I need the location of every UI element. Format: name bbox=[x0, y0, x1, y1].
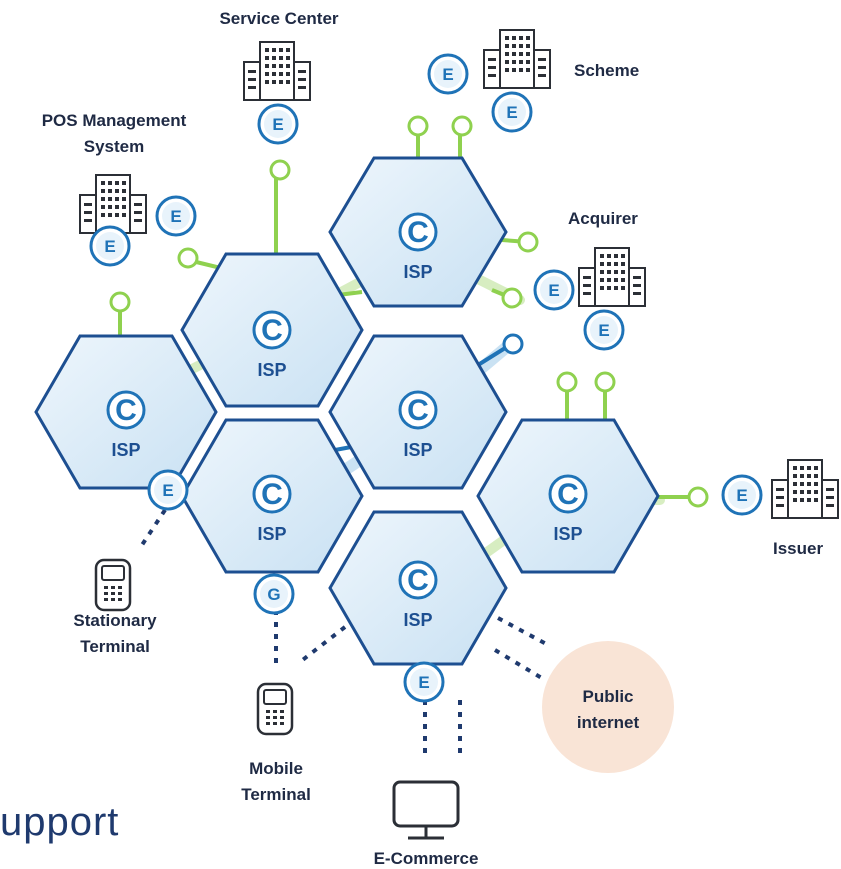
dotted-links bbox=[138, 508, 551, 756]
e-badge-icon: E bbox=[104, 237, 115, 256]
public-internet-line2: internet bbox=[577, 713, 640, 732]
monitor-icon bbox=[392, 780, 460, 840]
isp-label: ISP bbox=[257, 524, 286, 544]
e-badge-icon: E bbox=[548, 281, 559, 300]
c-logo-icon: C bbox=[407, 216, 429, 249]
e-badge-icon: E bbox=[506, 103, 517, 122]
public-internet-line1: Public bbox=[582, 687, 633, 706]
building-icon bbox=[243, 41, 311, 101]
isp-label: ISP bbox=[403, 440, 432, 460]
building-icon bbox=[483, 29, 551, 89]
building-icon bbox=[771, 459, 839, 519]
mobile-terminal-icon bbox=[256, 682, 294, 736]
isp-label: ISP bbox=[553, 524, 582, 544]
c-logo-icon: C bbox=[261, 314, 283, 347]
e-badge-icon: E bbox=[170, 207, 181, 226]
stationary-label-line1: Stationary bbox=[73, 611, 157, 630]
isp-label: ISP bbox=[403, 610, 432, 630]
public-internet-circle bbox=[542, 641, 674, 773]
e-badges: E E E E E E E E E E G bbox=[89, 53, 763, 703]
c-logo-icon: C bbox=[115, 394, 137, 427]
pos-label-line1: POS Management bbox=[42, 111, 187, 130]
endpoint-circles bbox=[109, 115, 709, 508]
pos-label-line2: System bbox=[84, 137, 144, 156]
c-logo-icon: C bbox=[407, 564, 429, 597]
stationary-label-line2: Terminal bbox=[80, 637, 150, 656]
issuer-label: Issuer bbox=[773, 539, 823, 558]
stationary-terminal-icon bbox=[94, 558, 132, 612]
e-badge-icon: E bbox=[418, 673, 429, 692]
c-logo-icon: C bbox=[261, 478, 283, 511]
ecommerce-label: E-Commerce bbox=[374, 849, 479, 868]
c-logo-icon: C bbox=[407, 394, 429, 427]
mobile-label-line2: Terminal bbox=[241, 785, 311, 804]
mobile-label-line1: Mobile bbox=[249, 759, 303, 778]
e-badge-icon: E bbox=[272, 115, 283, 134]
isp-label: ISP bbox=[111, 440, 140, 460]
e-badge-icon: E bbox=[736, 486, 747, 505]
isp-hexagons bbox=[34, 156, 660, 666]
c-logo-icon: C bbox=[557, 478, 579, 511]
isp-logos: C ISP C ISP C ISP C ISP C ISP C ISP bbox=[106, 212, 588, 630]
footer-partial-text: upport bbox=[0, 800, 120, 844]
isp-label: ISP bbox=[403, 262, 432, 282]
scheme-label: Scheme bbox=[574, 61, 639, 80]
e-badge-icon: E bbox=[598, 321, 609, 340]
building-icon bbox=[79, 174, 147, 234]
e-badge-icon: E bbox=[442, 65, 453, 84]
e-badge-icon: E bbox=[162, 481, 173, 500]
g-badge-icon: G bbox=[267, 585, 280, 604]
building-icon bbox=[578, 247, 646, 307]
isp-label: ISP bbox=[257, 360, 286, 380]
blue-endpoint bbox=[502, 333, 524, 355]
entity-labels: Service Center Scheme POS Management Sys… bbox=[42, 9, 824, 868]
service-center-label: Service Center bbox=[219, 9, 338, 28]
acquirer-label: Acquirer bbox=[568, 209, 638, 228]
